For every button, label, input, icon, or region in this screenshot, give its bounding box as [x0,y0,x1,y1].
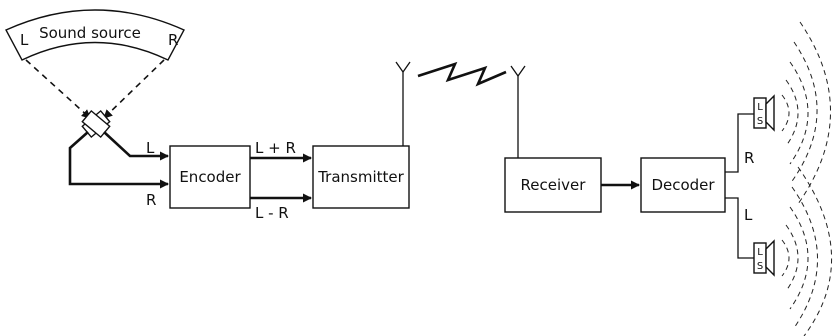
source-right-label: R [168,31,178,49]
mic-right-line [68,131,169,189]
mic-right-label: R [146,191,156,209]
transmitter-label: Transmitter [317,168,404,186]
output-left-label: L [744,206,753,224]
right-output-line [725,113,754,173]
sum-signal-label: L + R [255,139,296,157]
sound-source: Sound source L R [5,9,185,61]
right-sound-path [103,59,165,119]
top-sound-waves [781,21,831,205]
bottom-speaker-label-s: S [757,261,763,272]
top-speaker-label-s: S [757,116,763,127]
left-output-line [725,197,754,259]
encoder-block [169,145,251,209]
receiver-label: Receiver [521,176,587,194]
transmitter-block [312,145,410,209]
receive-antenna-icon [510,65,526,158]
bottom-sound-waves [781,166,832,336]
difference-signal-label: L - R [255,204,289,222]
bottom-speaker-label-l: L [757,247,763,258]
encoder-label: Encoder [179,168,241,186]
sound-source-label: Sound source [39,24,141,42]
mic-left-line [103,131,169,161]
transmit-antenna-icon [395,61,411,146]
mic-left-label: L [146,139,155,157]
decoder-block [640,157,726,213]
bottom-loudspeaker-icon: L S [753,239,775,277]
left-sound-path [25,59,91,119]
top-speaker-label-l: L [757,102,763,113]
output-right-label: R [744,149,754,167]
source-left-label: L [20,31,29,49]
radio-wave-icon [417,61,507,87]
decoder-label: Decoder [651,176,715,194]
top-loudspeaker-icon: L S [753,94,775,132]
